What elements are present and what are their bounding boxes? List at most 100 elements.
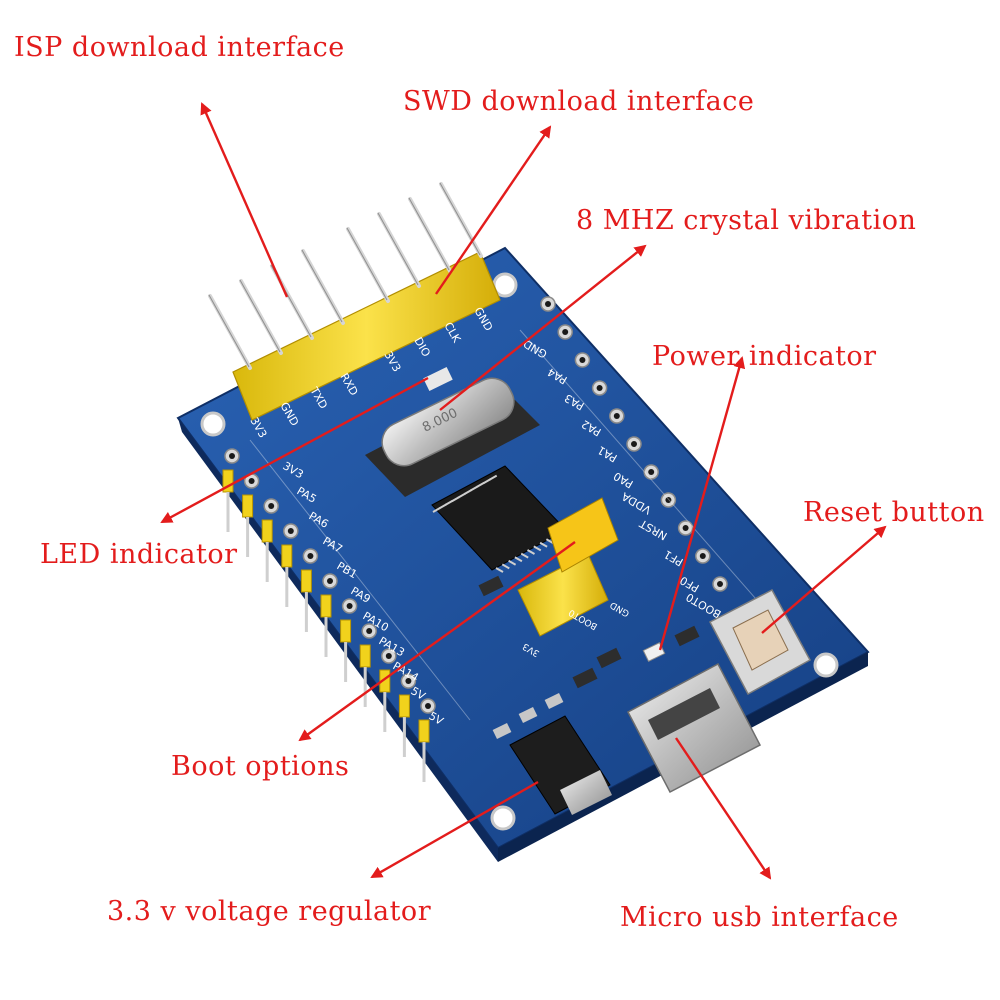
crystal-can bbox=[381, 377, 515, 467]
header-pin-shade bbox=[408, 197, 450, 271]
arrow-regulator bbox=[370, 780, 539, 879]
smd-part bbox=[478, 575, 504, 597]
pin-pad-hole bbox=[562, 329, 569, 335]
pin-pad-hole bbox=[307, 553, 314, 559]
chip-leg bbox=[495, 567, 504, 573]
label-power-indicator: Power indicator bbox=[652, 341, 877, 372]
mount-hole bbox=[200, 411, 226, 437]
chip-leg bbox=[476, 481, 485, 488]
pin-pad-hole bbox=[229, 453, 235, 459]
pin-spacer bbox=[340, 619, 352, 643]
chip-leg bbox=[489, 474, 498, 481]
pin-spacer bbox=[359, 644, 371, 668]
smd-part bbox=[572, 667, 598, 689]
pin-pad-hole bbox=[248, 478, 255, 484]
reset-switch-cap bbox=[732, 609, 789, 671]
pin-spacer bbox=[398, 694, 410, 718]
chip-leg bbox=[451, 496, 460, 503]
chip-leg bbox=[438, 503, 447, 510]
pin-pad-hole bbox=[613, 413, 620, 419]
pin-pad-hole bbox=[327, 578, 333, 584]
arrow-crystal bbox=[439, 244, 647, 411]
arrow-swd bbox=[435, 125, 552, 295]
pin-pad-hole bbox=[579, 357, 586, 363]
pin-spacer bbox=[418, 719, 430, 743]
pin-pad-hole bbox=[631, 441, 637, 447]
power-led-chip bbox=[642, 641, 666, 663]
right-pin-row bbox=[540, 296, 728, 592]
arrow-boot bbox=[298, 541, 576, 742]
pin-pad-hole bbox=[268, 503, 275, 509]
boot-jumper: 3V3 BOOT0 GND bbox=[517, 497, 632, 658]
chip-leg bbox=[445, 499, 454, 506]
header-body bbox=[232, 251, 501, 421]
arrow-reset bbox=[761, 525, 887, 634]
boot-jumper-cap bbox=[547, 497, 619, 573]
usb-opening bbox=[648, 688, 720, 740]
label-isp-download-interface: ISP download interface bbox=[14, 32, 345, 63]
pin-pad-hole bbox=[665, 497, 672, 503]
label-voltage-regulator: 3.3 v voltage regulator bbox=[107, 896, 431, 927]
left-downward-pins bbox=[222, 469, 430, 782]
pin-pad-hole bbox=[366, 628, 373, 634]
regulator-lead bbox=[544, 692, 564, 710]
chip-leg bbox=[464, 489, 472, 495]
chip-leg bbox=[432, 507, 441, 513]
pin-pad-hole bbox=[699, 553, 706, 559]
chip-leg bbox=[501, 563, 510, 570]
regulator-tab bbox=[560, 770, 612, 815]
micro-usb-connector bbox=[626, 662, 762, 794]
pin-pad-hole bbox=[405, 678, 412, 684]
label-led-indicator: LED indicator bbox=[40, 539, 238, 570]
header-pin-shade bbox=[239, 279, 281, 353]
label-crystal: 8 MHZ crystal vibration bbox=[576, 205, 916, 236]
smd-components bbox=[423, 367, 700, 689]
pin-pad-hole bbox=[682, 525, 689, 531]
header-pin-shade bbox=[377, 212, 419, 286]
pin-spacer bbox=[261, 519, 273, 543]
callout-labels: ISP download interface SWD download inte… bbox=[14, 32, 985, 933]
header-pin-shade bbox=[301, 249, 343, 323]
pin-pad-hole bbox=[385, 653, 392, 659]
header-pin-shade bbox=[208, 294, 250, 368]
left-pin-label: 5V bbox=[427, 709, 446, 728]
silk-line bbox=[519, 329, 771, 616]
pin-spacer bbox=[242, 494, 254, 518]
annotation-arrows bbox=[160, 102, 887, 880]
label-micro-usb-interface: Micro usb interface bbox=[620, 902, 899, 933]
header-pin-shade bbox=[439, 182, 481, 256]
pin-pad-hole bbox=[596, 385, 603, 391]
chip-leg bbox=[482, 478, 491, 485]
arrow-power bbox=[658, 356, 746, 651]
regulator-lead bbox=[518, 706, 538, 724]
chip-leg bbox=[470, 485, 479, 492]
chip-leg bbox=[508, 559, 517, 566]
arrow-usb bbox=[675, 737, 772, 880]
mcu-legs bbox=[432, 474, 561, 573]
regulator-lead bbox=[492, 722, 512, 740]
chip-leg bbox=[520, 552, 529, 559]
left-pin-label: 5V bbox=[409, 684, 428, 703]
silk-line bbox=[249, 439, 471, 721]
led-chip bbox=[423, 367, 453, 391]
chip-leg bbox=[527, 549, 535, 555]
crystal-oscillator: 8.000 bbox=[365, 377, 540, 497]
pin-pad-hole bbox=[648, 469, 655, 475]
label-swd-download-interface: SWD download interface bbox=[403, 86, 754, 117]
pin-spacer bbox=[281, 544, 293, 568]
pin-pad-hole bbox=[425, 703, 431, 709]
arrow-isp bbox=[200, 102, 289, 298]
chip-leg bbox=[514, 556, 523, 563]
label-reset-button: Reset button bbox=[803, 497, 985, 528]
left-pin-row bbox=[224, 448, 436, 714]
mount-hole bbox=[490, 805, 516, 831]
pin-pad-hole bbox=[346, 603, 353, 609]
usb-shell bbox=[626, 662, 762, 794]
label-boot-options: Boot options bbox=[171, 751, 349, 782]
pin-pad-hole bbox=[545, 301, 551, 307]
mount-hole bbox=[813, 652, 839, 678]
smd-part bbox=[674, 625, 700, 647]
pin-pad-hole bbox=[717, 581, 723, 587]
reset-switch bbox=[708, 588, 812, 696]
